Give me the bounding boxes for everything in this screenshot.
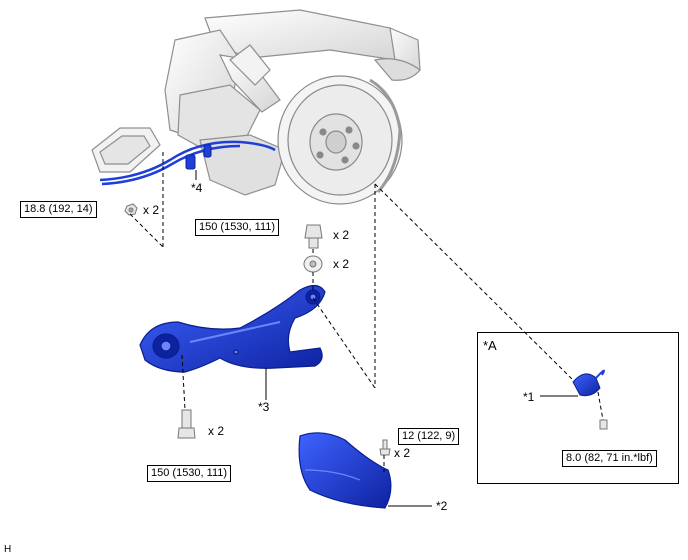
harness-clamp xyxy=(185,144,212,170)
bolt-small xyxy=(379,439,391,456)
callout-1: *1 xyxy=(523,390,535,404)
speed-sensor-harness xyxy=(99,140,276,186)
lower-arm xyxy=(139,284,326,373)
bolt-lower xyxy=(177,409,196,439)
quantity-washer: x 2 xyxy=(333,257,350,271)
callout-3: *3 xyxy=(258,400,270,414)
detail-inset-frame xyxy=(477,332,679,484)
quantity-bolt-upper: x 2 xyxy=(333,228,350,242)
brake-rotor xyxy=(277,75,403,205)
torque-spec-150-upper: 150 (1530, 111) xyxy=(195,219,280,236)
callout-leaders xyxy=(195,170,578,507)
callout-2: *2 xyxy=(436,499,448,513)
torque-spec-18-8: 18.8 (192, 14) xyxy=(20,201,97,218)
dust-shield-cover xyxy=(91,127,161,173)
bolt-upper xyxy=(304,224,323,249)
dashed-leaders xyxy=(129,152,604,472)
inset-sensor xyxy=(572,369,608,430)
washer xyxy=(303,255,323,273)
torque-spec-150-lower: 150 (1530, 111) xyxy=(147,465,232,482)
quantity-bolt-lower: x 2 xyxy=(208,424,225,438)
quantity-bolt-small: x 2 xyxy=(394,446,411,460)
torque-spec-12: 12 (122, 9) xyxy=(398,428,460,445)
figure-code: H xyxy=(4,544,12,555)
inset-label: *A xyxy=(483,338,497,353)
under-cover xyxy=(298,432,392,509)
nut-small xyxy=(124,203,138,216)
suspension-subframe xyxy=(164,9,421,196)
callout-4: *4 xyxy=(191,181,203,195)
quantity-nut: x 2 xyxy=(143,203,160,217)
torque-spec-8-0: 8.0 (82, 71 in.*lbf) xyxy=(562,450,657,467)
